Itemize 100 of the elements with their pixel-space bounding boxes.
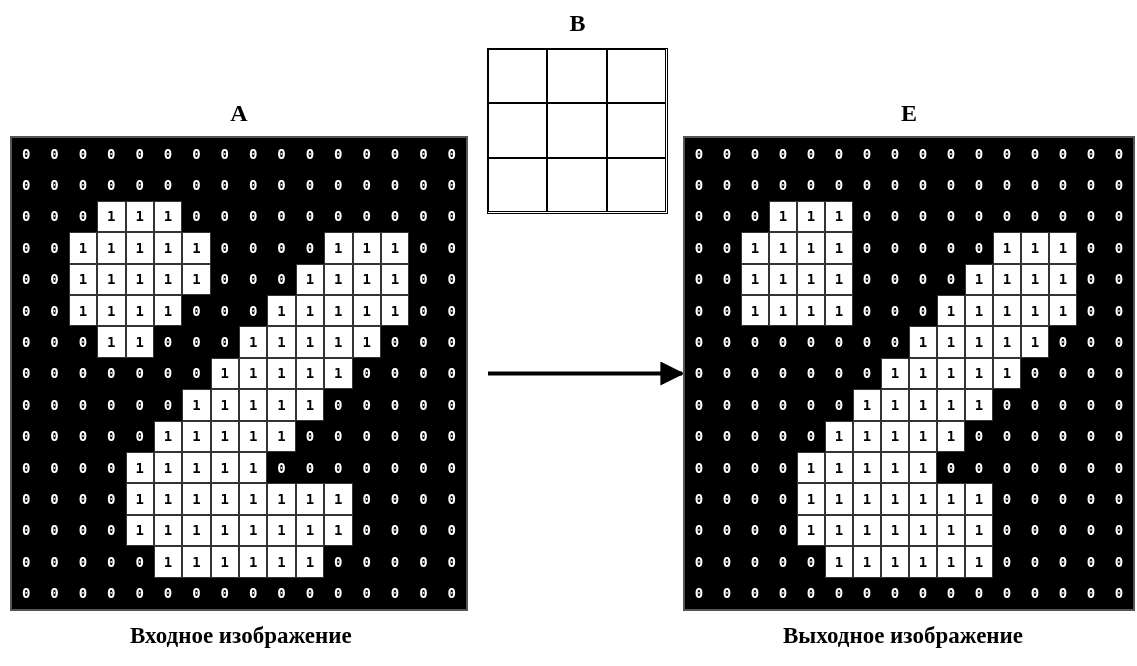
pixel-value: 0 bbox=[973, 458, 985, 478]
pixel-value: 0 bbox=[418, 584, 429, 603]
pixel-value: 0 bbox=[418, 552, 429, 572]
pixel-value: 0 bbox=[389, 521, 401, 541]
pixel-value: 0 bbox=[1085, 238, 1097, 258]
pixel-value: 0 bbox=[1057, 364, 1069, 384]
pixel-value: 0 bbox=[304, 144, 316, 164]
pixel-cell: 1 bbox=[993, 326, 1021, 358]
pixel-cell: 1 bbox=[769, 232, 797, 264]
pixel-cell: 1 bbox=[1021, 295, 1049, 327]
pixel-value: 0 bbox=[889, 176, 901, 195]
pixel-cell: 1 bbox=[881, 452, 909, 484]
pixel-cell: 1 bbox=[210, 483, 239, 515]
pixel-value: 0 bbox=[1085, 333, 1097, 352]
pixel-value: 0 bbox=[49, 458, 60, 478]
pixel-cell: 1 bbox=[125, 232, 154, 264]
pixel-cell: 1 bbox=[182, 232, 211, 264]
pixel-value: 0 bbox=[20, 490, 32, 509]
pixel-value: 0 bbox=[361, 364, 372, 384]
pixel-value: 0 bbox=[49, 584, 60, 603]
pixel-value: 0 bbox=[389, 458, 401, 478]
pixel-value: 0 bbox=[749, 207, 761, 227]
pixel-cell: 1 bbox=[239, 452, 268, 484]
pixel-value: 0 bbox=[446, 552, 458, 572]
pixel-value: 0 bbox=[191, 176, 202, 195]
pixel-value: 0 bbox=[49, 238, 60, 258]
pixel-value: 0 bbox=[446, 144, 458, 164]
pixel-value: 0 bbox=[973, 584, 985, 603]
pixel-value: 0 bbox=[1113, 458, 1125, 478]
pixel-cell: 1 bbox=[965, 326, 993, 358]
grid-heading: B bbox=[568, 10, 587, 37]
pixel-cell: 1 bbox=[853, 483, 881, 515]
pixel-value: 0 bbox=[1085, 207, 1097, 227]
pixel-cell: 1 bbox=[324, 483, 353, 515]
pixel-value: 0 bbox=[20, 395, 32, 415]
pixel-value: 0 bbox=[1113, 238, 1125, 258]
pixel-cell: 1 bbox=[153, 546, 183, 578]
pixel-value: 0 bbox=[77, 395, 89, 415]
pixel-value: 0 bbox=[389, 207, 401, 227]
pixel-value: 0 bbox=[49, 144, 60, 164]
pixel-value: 0 bbox=[1057, 427, 1069, 446]
pixel-value: 0 bbox=[861, 364, 873, 384]
pixel-value: 0 bbox=[49, 364, 60, 384]
pixel-cell: 1 bbox=[267, 483, 296, 515]
pixel-value: 0 bbox=[973, 144, 985, 164]
pixel-cell: 1 bbox=[937, 420, 965, 452]
pixel-value: 0 bbox=[833, 395, 845, 415]
pixel-value: 0 bbox=[749, 395, 761, 415]
pixel-value: 0 bbox=[20, 238, 32, 258]
pixel-cell: 1 bbox=[741, 295, 769, 327]
pixel-value: 0 bbox=[304, 427, 316, 446]
pixel-value: 0 bbox=[749, 427, 761, 446]
pixel-value: 0 bbox=[247, 207, 259, 227]
pixel-value: 0 bbox=[49, 427, 60, 446]
pixel-value: 0 bbox=[219, 333, 231, 352]
pixel-value: 0 bbox=[418, 144, 429, 164]
pixel-cell: 1 bbox=[125, 200, 154, 233]
pixel-cell: 1 bbox=[97, 295, 126, 327]
pixel-value: 0 bbox=[833, 333, 845, 352]
pixel-cell: 1 bbox=[295, 295, 325, 327]
pixel-value: 0 bbox=[861, 584, 873, 603]
pixel-cell: 1 bbox=[267, 326, 296, 358]
pixel-value: 0 bbox=[1085, 490, 1097, 509]
pixel-value: 0 bbox=[361, 552, 372, 572]
pixel-cell: 1 bbox=[1049, 295, 1077, 327]
pixel-value: 0 bbox=[134, 552, 145, 572]
pixel-cell: 1 bbox=[97, 232, 126, 264]
pixel-value: 0 bbox=[134, 584, 145, 603]
pixel-value: 0 bbox=[749, 176, 761, 195]
pixel-value: 0 bbox=[1113, 490, 1125, 509]
pixel-cell: 1 bbox=[797, 295, 825, 327]
pixel-cell: 1 bbox=[797, 452, 825, 484]
pixel-value: 0 bbox=[1113, 521, 1125, 541]
pixel-value: 0 bbox=[361, 490, 372, 509]
pixel-value: 0 bbox=[333, 144, 344, 164]
pixel-value: 0 bbox=[418, 521, 429, 541]
pixel-value: 0 bbox=[247, 270, 259, 289]
pixel-cell: 1 bbox=[210, 357, 239, 390]
pixel-value: 0 bbox=[805, 395, 817, 415]
pixel-value: 0 bbox=[721, 301, 733, 321]
pixel-value: 0 bbox=[1029, 395, 1041, 415]
pixel-value: 0 bbox=[49, 270, 60, 289]
pixel-cell: 1 bbox=[239, 389, 268, 421]
pixel-cell: 1 bbox=[68, 295, 98, 327]
pixel-cell: 1 bbox=[993, 295, 1021, 327]
pixel-value: 0 bbox=[805, 333, 817, 352]
pixel-value: 0 bbox=[134, 395, 145, 415]
pixel-value: 0 bbox=[418, 427, 429, 446]
pixel-value: 0 bbox=[945, 144, 957, 164]
pixel-cell: 1 bbox=[324, 514, 353, 547]
pixel-value: 0 bbox=[721, 490, 733, 509]
pixel-cell: 1 bbox=[97, 326, 126, 358]
pixel-value: 0 bbox=[1029, 364, 1041, 384]
pixel-cell: 1 bbox=[909, 483, 937, 515]
pixel-cell: 1 bbox=[153, 200, 183, 233]
image-caption: Выходное изображение bbox=[783, 623, 1024, 649]
pixel-value: 0 bbox=[805, 427, 817, 446]
pixel-cell: 1 bbox=[267, 389, 296, 421]
pixel-value: 0 bbox=[446, 301, 458, 321]
pixel-cell: 1 bbox=[993, 232, 1021, 264]
